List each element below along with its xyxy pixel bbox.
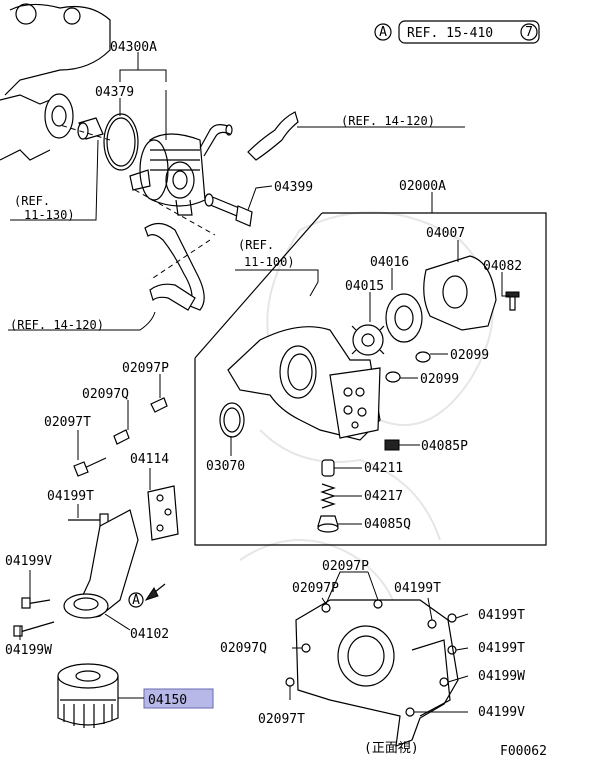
gasket-04379 [103, 113, 139, 171]
label-02097P-left: 02097P [122, 361, 169, 376]
label-02097P-front-top: 02097P [322, 559, 369, 574]
arrow-letter: A [132, 593, 140, 608]
label-03070: 03070 [206, 459, 245, 474]
label-04199W-front: 04199W [478, 669, 525, 684]
strainer-04102 [63, 509, 139, 619]
label-04199T-front-top: 04199T [394, 581, 441, 596]
label-04199T-front-r1: 04199T [478, 608, 525, 623]
label-04102: 04102 [130, 627, 169, 642]
label-04007: 04007 [426, 226, 465, 241]
label-02000A: 02000A [399, 179, 446, 194]
label-04379: 04379 [95, 85, 134, 100]
arrow-icon: A [128, 583, 166, 608]
spring-04217 [320, 483, 336, 509]
ref-14-120-top: (REF. 14-120) [341, 114, 435, 128]
circle-a-icon [374, 23, 392, 41]
o-ring-02099-b [385, 371, 401, 383]
label-04199T-left: 04199T [47, 489, 94, 504]
circle-seven [520, 23, 538, 41]
label-04199V-front: 04199V [478, 705, 525, 720]
oil-cooler-group [44, 93, 233, 216]
plug-04085Q [317, 515, 339, 527]
label-04199T-front-r2: 04199T [478, 641, 525, 656]
label-04199W-left: 04199W [5, 643, 52, 658]
bolt-04399 [204, 193, 253, 227]
ref-11-130-line1: (REF. [14, 194, 50, 208]
front-view-caption: (正面視) [364, 741, 419, 756]
header-circle-number: 7 [525, 25, 533, 40]
header-ref-text: REF. 15-410 [407, 26, 493, 41]
inner-rotor-04015 [351, 324, 385, 356]
dashed-connector [59, 124, 216, 281]
flange-plate [44, 93, 74, 139]
label-04082: 04082 [483, 259, 522, 274]
ref-box [398, 20, 540, 44]
header-ref: A REF. 15-410 7 [374, 20, 540, 44]
ref-11-100-line2: 11-100) [244, 255, 295, 269]
label-02099-b: 02099 [420, 372, 459, 387]
label-02097T-front: 02097T [258, 712, 305, 727]
label-04114: 04114 [130, 452, 169, 467]
ref-11-130-line2: 11-130) [24, 208, 75, 222]
leader-lines [8, 52, 510, 713]
seal-03070 [219, 402, 245, 438]
oil-filter-04150 [57, 663, 119, 728]
gasket-04114 [147, 485, 179, 541]
engine-block-outline [0, 3, 111, 161]
label-04199V-left: 04199V [5, 554, 52, 569]
pump-group-box [194, 212, 547, 546]
bolts-left [13, 397, 168, 637]
label-04217: 04217 [364, 489, 403, 504]
label-04300A: 04300A [110, 40, 157, 55]
hose-upper [247, 111, 299, 161]
header-circle-letter: A [379, 25, 387, 40]
label-04399: 04399 [274, 180, 313, 195]
label-04211: 04211 [364, 461, 403, 476]
figure-id: F00062 [500, 744, 547, 759]
label-04085Q: 04085Q [364, 517, 411, 532]
oil-pump-housing [227, 326, 381, 441]
screw-04082 [509, 295, 516, 311]
label-02097T-left: 02097T [44, 415, 91, 430]
o-ring-02099-a [415, 351, 431, 363]
plug-04085P [384, 439, 400, 451]
part-labels: 04300A 04379 (REF. 14-120) 04399 02000A … [5, 40, 547, 759]
label-02097Q-front: 02097Q [220, 641, 267, 656]
label-04085P: 04085P [421, 439, 468, 454]
label-04150: 04150 [148, 693, 187, 708]
label-04016: 04016 [370, 255, 409, 270]
ref-14-120-left: (REF. 14-120) [10, 318, 104, 332]
label-02097P-front: 02097P [292, 581, 339, 596]
label-04015: 04015 [345, 279, 384, 294]
outer-rotor-04016 [385, 293, 423, 343]
seat-04211 [321, 459, 335, 477]
ref-11-100-line1: (REF. [238, 238, 274, 252]
pump-cover-04007 [423, 255, 497, 331]
front-view-pump [285, 599, 459, 747]
label-02099-a: 02099 [450, 348, 489, 363]
label-02097Q-left: 02097Q [82, 387, 129, 402]
